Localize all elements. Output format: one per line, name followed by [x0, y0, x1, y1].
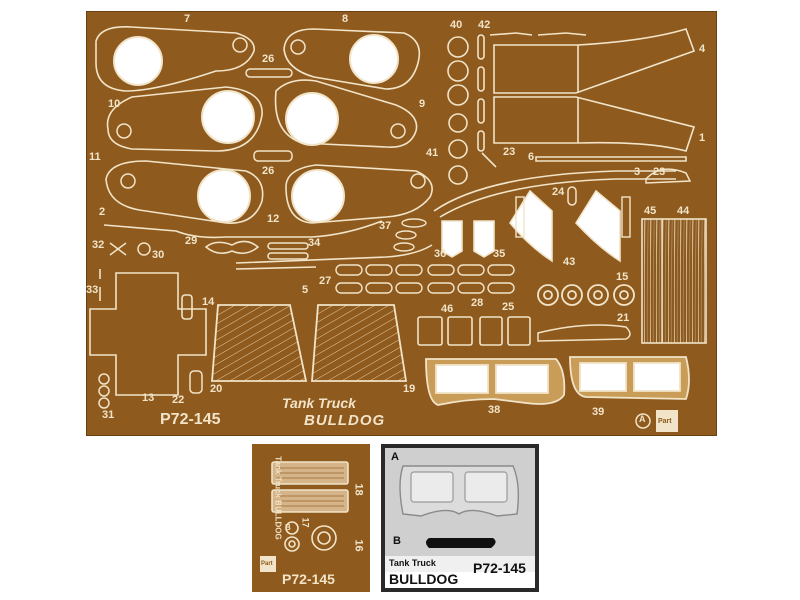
part-number-31: 31 [102, 409, 115, 421]
small-fret-vertical-text: Tank Truck BULLDOG [273, 456, 283, 540]
part-number-43: 43 [563, 256, 576, 268]
part-number-4: 4 [699, 43, 706, 55]
main-fret: 7 8 26 10 9 11 26 12 40 42 4 1 41 23 6 3… [86, 11, 717, 436]
small-part-16: 16 [352, 539, 365, 552]
part-number-23-b: 23 [653, 166, 666, 178]
part-number-7: 7 [184, 13, 191, 25]
part-number-36: 36 [434, 248, 447, 260]
film-title-line-1: Tank Truck [389, 558, 436, 568]
part-number-38: 38 [488, 404, 501, 416]
part-number-27: 27 [319, 275, 332, 287]
small-part-18: 18 [352, 483, 365, 496]
small-fret-artwork [252, 444, 370, 592]
part-number-28: 28 [471, 297, 484, 309]
part-number-44: 44 [677, 205, 690, 217]
film-sheet-artwork [381, 444, 539, 592]
small-part-17: 17 [300, 517, 311, 528]
brand-circle-letter: A [639, 414, 646, 424]
part-number-34: 34 [308, 237, 321, 249]
brand-logo: Part [658, 418, 672, 425]
part-number-26: 26 [262, 53, 275, 65]
part-number-1: 1 [699, 132, 706, 144]
fret-title-line-1: Tank Truck [282, 395, 356, 411]
part-number-45: 45 [644, 205, 657, 217]
part-number-6: 6 [528, 151, 535, 163]
part-number-3: 3 [634, 166, 641, 178]
part-number-33: 33 [86, 284, 99, 296]
part-number-37: 37 [379, 220, 392, 232]
part-number-23: 23 [503, 146, 516, 158]
part-number-42: 42 [478, 19, 491, 31]
part-number-22: 22 [172, 394, 185, 406]
part-number-20: 20 [210, 383, 223, 395]
part-number-13: 13 [142, 392, 155, 404]
part-number-40: 40 [450, 19, 463, 31]
part-number-29: 29 [185, 235, 198, 247]
part-number-21: 21 [617, 312, 630, 324]
fret-title-line-2: BULLDOG [304, 412, 386, 429]
fret-code: P72-145 [160, 411, 221, 428]
film-label-a: A [391, 451, 399, 463]
part-number-2: 2 [99, 206, 106, 218]
part-number-39: 39 [592, 406, 605, 418]
part-number-32: 32 [92, 239, 105, 251]
part-number-26-b: 26 [262, 165, 275, 177]
part-number-35: 35 [493, 248, 506, 260]
small-fret-logo: Part [261, 561, 273, 567]
small-fret: Tank Truck BULLDOG 18 17 16 B Part P72-1… [252, 444, 370, 592]
part-number-24: 24 [552, 186, 565, 198]
part-number-25: 25 [502, 301, 515, 313]
small-fret-code: P72-145 [282, 571, 335, 587]
part-number-41: 41 [426, 147, 439, 159]
film-code: P72-145 [473, 560, 526, 576]
part-number-15: 15 [616, 271, 629, 283]
part-number-8: 8 [342, 13, 349, 25]
part-number-14: 14 [202, 296, 215, 308]
small-fret-marker: B [285, 523, 291, 532]
main-fret-artwork [86, 11, 717, 436]
part-number-11: 11 [89, 151, 101, 163]
part-number-12: 12 [267, 213, 280, 225]
part-number-46: 46 [441, 303, 454, 315]
film-label-b: B [393, 535, 401, 547]
part-number-19: 19 [403, 383, 416, 395]
part-number-30: 30 [152, 249, 165, 261]
film-sheet: A B Tank Truck BULLDOG P72-145 [381, 444, 539, 592]
part-number-5: 5 [302, 284, 309, 296]
film-title-line-2: BULLDOG [389, 571, 459, 587]
part-number-10: 10 [108, 98, 121, 110]
part-number-9: 9 [419, 98, 426, 110]
